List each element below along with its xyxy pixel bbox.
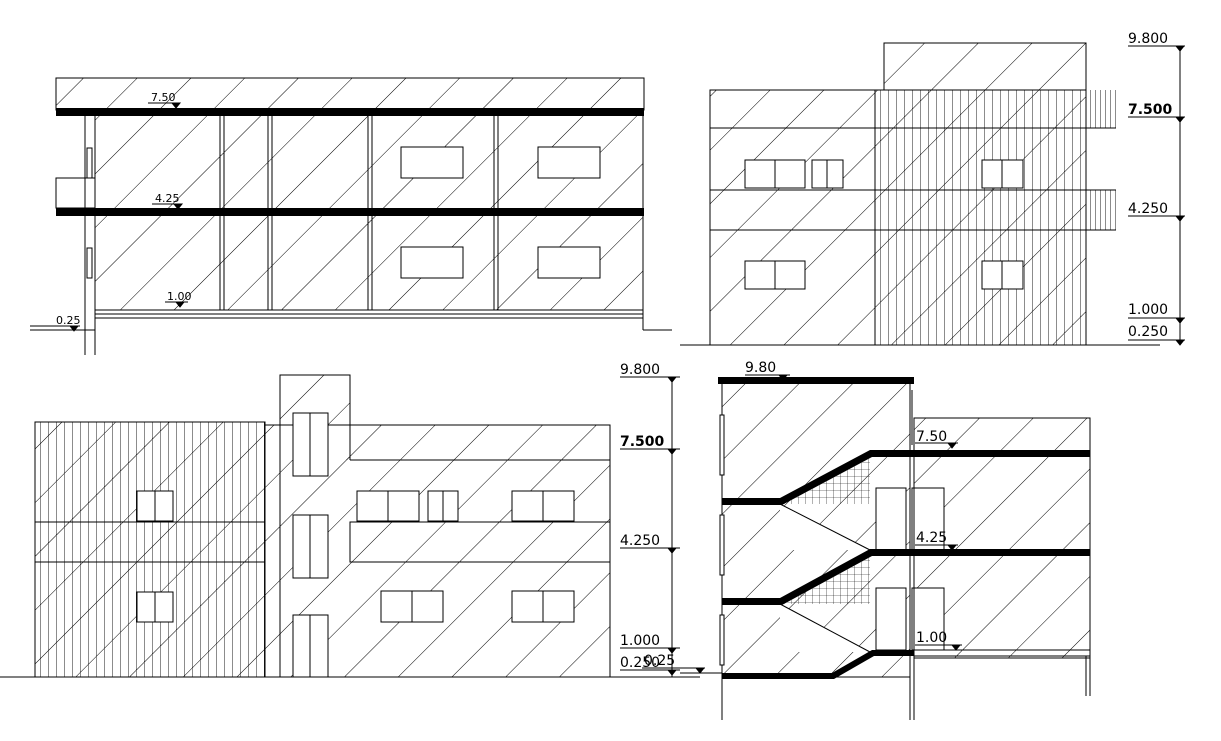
level-marker <box>666 448 678 455</box>
level-marker <box>68 325 80 332</box>
level-label: 4.250 <box>620 533 660 549</box>
side-wall-right-hatch <box>875 90 1086 345</box>
side-window <box>86 247 93 279</box>
level-label: 4.25 <box>916 530 947 546</box>
level-label: 0.250 <box>620 655 660 671</box>
floor-slab-upper <box>56 108 644 116</box>
side-step <box>55 177 96 209</box>
level-label: 1.00 <box>167 290 192 303</box>
side-window <box>86 147 93 179</box>
level-label: 9.800 <box>620 362 660 378</box>
level-marker <box>694 667 706 674</box>
level-label: 0.25 <box>644 653 675 669</box>
balcony-rail-lower <box>1086 190 1116 230</box>
level-marker <box>666 669 678 676</box>
floor-slab-middle <box>56 208 644 216</box>
level-marker <box>666 647 678 654</box>
level-marker <box>170 102 182 109</box>
stair-edge <box>779 503 871 551</box>
level-marker <box>777 374 789 381</box>
floor-slab-upper <box>722 450 1090 505</box>
level-label: 9.800 <box>1128 31 1168 47</box>
section-window <box>719 614 725 666</box>
level-label: 7.500 <box>1128 102 1173 118</box>
level-label: 0.250 <box>1128 324 1168 340</box>
floor-slab-middle <box>722 549 1090 605</box>
front-elevation <box>30 77 672 355</box>
front-elevation-levels: 7.50 4.25 1.00 0.25 <box>56 91 192 327</box>
balcony-band <box>349 521 611 563</box>
window <box>537 146 601 179</box>
section-window <box>719 514 725 576</box>
level-label: 9.80 <box>745 360 776 376</box>
roof-slab <box>718 377 914 384</box>
rear-elevation-levels: 9.800 7.500 4.250 1.000 0.250 <box>620 362 665 671</box>
side-elevation-levels: 9.800 7.500 4.250 1.000 0.250 <box>1128 31 1173 340</box>
level-label: 4.25 <box>155 192 180 205</box>
side-wall-left <box>709 89 876 346</box>
level-marker <box>946 544 958 551</box>
level-label: 4.250 <box>1128 201 1168 217</box>
stair-tower-top <box>883 42 1087 91</box>
window <box>400 246 464 279</box>
level-marker <box>174 301 186 308</box>
level-marker <box>1174 215 1186 222</box>
door-opening <box>911 587 945 651</box>
level-label: 7.500 <box>620 434 665 450</box>
rear-elevation <box>0 374 700 678</box>
level-label: 1.000 <box>1128 302 1168 318</box>
level-label: 7.50 <box>151 91 176 104</box>
section-window <box>719 414 725 476</box>
level-marker <box>1174 45 1186 52</box>
section-drawing <box>642 374 1091 720</box>
level-label: 0.25 <box>56 314 81 327</box>
stair-edge <box>779 603 871 653</box>
level-label: 7.50 <box>916 429 947 445</box>
ground-slab <box>722 650 914 679</box>
rear-wall-left-hatch <box>35 422 265 677</box>
window <box>537 246 601 279</box>
level-marker <box>666 547 678 554</box>
balcony-rail-upper <box>1086 90 1116 128</box>
level-label: 1.00 <box>916 630 947 646</box>
side-elevation <box>680 42 1186 346</box>
level-marker <box>1174 317 1186 324</box>
level-marker <box>1174 116 1186 123</box>
level-marker <box>172 203 184 210</box>
section-levels: 9.80 7.50 4.25 1.00 0.25 <box>644 360 947 669</box>
window <box>400 146 464 179</box>
level-marker <box>950 644 962 651</box>
level-marker <box>666 376 678 383</box>
level-marker <box>946 442 958 449</box>
level-label: 1.000 <box>620 633 660 649</box>
level-marker <box>1174 339 1186 346</box>
door-opening <box>875 587 907 651</box>
door-opening <box>875 487 907 551</box>
parapet-band <box>55 77 645 111</box>
